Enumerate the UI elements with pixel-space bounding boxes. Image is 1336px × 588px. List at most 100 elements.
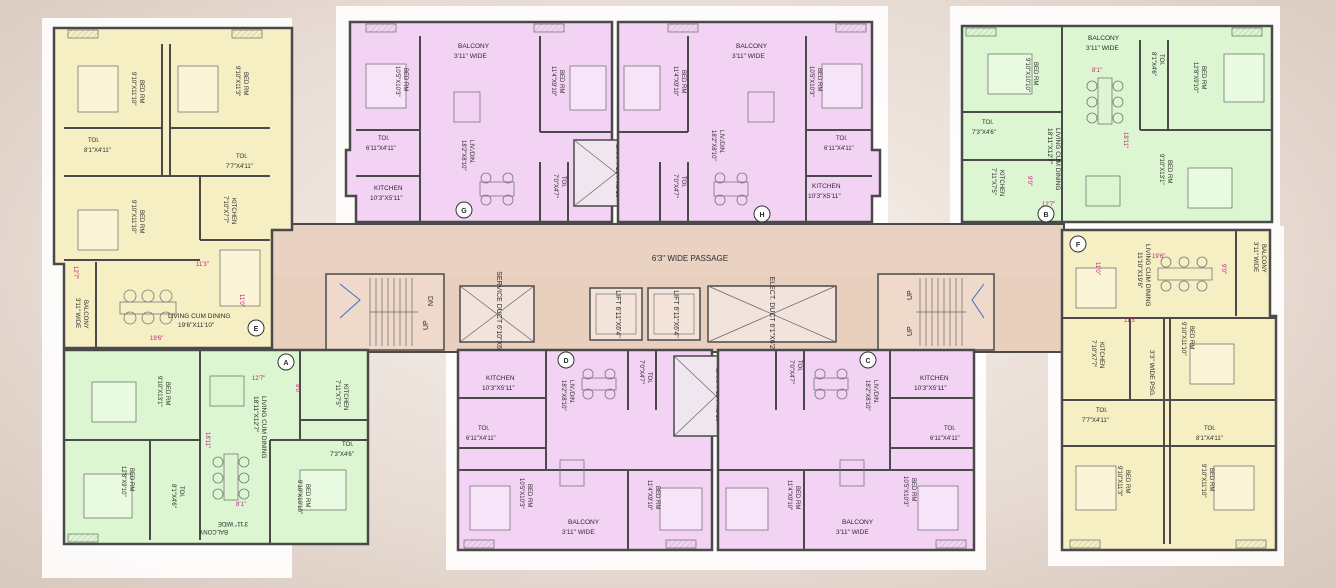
ulb-bed2-dim: 12'8"X9'10" <box>120 466 126 497</box>
utr-kitchen: KITCHEN <box>812 183 841 190</box>
passage-label: 6'3" WIDE PASSAGE <box>652 254 728 263</box>
lift-1: LIFT 6'11"X6'4" <box>589 287 643 341</box>
common-core: 6'3" WIDE PASSAGE DN UP <box>267 223 1065 357</box>
urt-bed2-dim: 12'8"X9'10" <box>1192 62 1198 93</box>
ulb-mark-3: 8'1" <box>236 502 246 508</box>
elect-duct: ELECT. DUCT 6'1"X6'2" <box>707 277 837 352</box>
urb-bed2: BED RM <box>1124 470 1130 493</box>
utr-bed1: BED RM <box>680 70 686 93</box>
ubl-bed1: BED RM <box>526 484 532 507</box>
urt-bed3: BED RM <box>1166 160 1172 183</box>
urb-balcony: BALCONY <box>1260 244 1266 273</box>
window-marks <box>67 23 1267 549</box>
unit-bottom-right: TOI. 7'0"X4'7" LIV./DIN. 18'2"X8'10" KIT… <box>716 348 976 552</box>
ulb-balcony-dim: 3'11" WIDE <box>218 520 248 526</box>
ubr-bed1-dim: 11'4"X9'10" <box>786 480 792 510</box>
ubr-bed1: BED RM <box>794 486 800 509</box>
ubr-liv-dim: 18'2"X8'10" <box>864 380 870 411</box>
utl-liv-dim: 18'2"X8'10" <box>460 140 466 171</box>
utr-liv-dim: 18'2"X8'10" <box>710 130 716 161</box>
utr-toi1-dim: 6'11"X4'11" <box>824 146 854 152</box>
ulb-mark-1: 12'7" <box>252 376 265 382</box>
ubr-bed2: BED RM <box>910 478 916 501</box>
unit-left-bottom: BED RM 9'10"X13'1" KITCHEN 7'11"X7'5" LI… <box>62 348 370 546</box>
ulb-living-dim: 18'11"X12'7" <box>252 396 259 433</box>
ult-toi2: TOI. <box>236 154 248 160</box>
stair-left: DN UP <box>325 273 445 351</box>
ult-bed3-dim: 9'10"X11'10" <box>130 200 136 233</box>
utl-toi2-dim: 7'0"X4'7" <box>552 174 558 198</box>
urb-kitchen: KITCHEN <box>1098 342 1104 368</box>
ulb-bed3-dim: 9'10"X10'10" <box>296 480 302 514</box>
urt-bed3-dim: 9'10"X13'1" <box>1158 154 1164 185</box>
stair-right-up-top: UP <box>907 290 914 300</box>
ubl-toi1: TOI. <box>646 372 652 384</box>
ubr-kitchen: KITCHEN <box>920 375 949 382</box>
urt-mark-2: 18'11" <box>1122 132 1128 148</box>
urb-toi1: TOI. <box>1096 408 1108 414</box>
utl-bed1-dim: 10'5"X10'3" <box>394 66 400 97</box>
urb-living: LIVING CUM DINING <box>1144 244 1151 306</box>
ulb-balcony: BALCONY <box>199 528 228 534</box>
ult-mark-4: 12'7" <box>72 266 78 279</box>
ubl-balcony-dim: 3'11" WIDE <box>562 529 595 536</box>
ult-kitchen: KITCHEN <box>230 198 236 224</box>
ulb-toi2-dim: 8'1"X4'6" <box>170 484 176 508</box>
urb-door-tag-circle <box>1069 235 1087 253</box>
urb-bed3: BED RM <box>1208 468 1214 491</box>
urt-mark-3: 9'0" <box>1026 176 1032 186</box>
ubl-toi1-dim: 7'0"X4'7" <box>638 360 644 384</box>
urt-bed1: BED RM <box>1032 62 1038 85</box>
ulb-door-tag: A <box>283 360 288 367</box>
ubl-toi2: TOI. <box>478 426 490 432</box>
utl-balcony-dim: 3'11" WIDE <box>454 53 487 60</box>
ult-bed2-dim: 9'10"X11'3" <box>234 66 240 96</box>
urt-mark-1: 8'1" <box>1092 68 1102 74</box>
urb-toi2-dim: 8'1"X4'11" <box>1196 436 1223 442</box>
ult-bed1: BED RM <box>138 80 144 103</box>
stair-left-up: UP <box>423 320 430 330</box>
utl-toi2: TOI. <box>560 176 566 188</box>
urb-psg: 3'3" WIDE PSG. <box>1148 350 1155 397</box>
urt-mark-4: 12'7" <box>1042 202 1055 208</box>
ubr-bed2-dim: 10'5"X10'3" <box>902 476 908 507</box>
ulb-toi1-dim: 7'3"X4'6" <box>330 452 354 458</box>
ult-living: LIVING CUM DINING <box>168 313 230 320</box>
utr-toi1: TOI. <box>836 136 848 142</box>
utr-balcony-dim: 3'11" WIDE <box>732 53 765 60</box>
unit-top-right: BALCONY 3'11" WIDE BED RM 11'4"X9'10" BE… <box>616 20 882 224</box>
ubr-door-tag-circle <box>859 351 877 369</box>
ubr-toi1: TOI. <box>796 360 802 372</box>
utl-kitchen: KITCHEN <box>374 185 403 192</box>
utl-bed1: BED RM <box>402 68 408 91</box>
urt-door-tag: B <box>1043 212 1048 219</box>
utl-door-tag: G <box>461 208 467 215</box>
utr-door-tag-circle <box>753 205 771 223</box>
ubl-balcony: BALCONY <box>568 519 600 526</box>
ulb-door-tag-circle <box>277 353 295 371</box>
stair-right: UP UP <box>877 273 995 351</box>
ult-toi1: TOI. <box>88 138 100 144</box>
ulb-living: LIVING CUM DINING <box>260 396 267 458</box>
urb-mark-1: 11'0" <box>1094 262 1100 275</box>
utl-door-tag-circle <box>455 201 473 219</box>
urt-balcony: BALCONY <box>1088 35 1120 42</box>
urt-balcony-dim: 3'11" WIDE <box>1086 45 1119 52</box>
utr-kitchen-dim: 10'3"X5'11" <box>808 193 841 200</box>
utr-toi2-dim: 7'0"X4'7" <box>672 174 678 198</box>
ulb-bed3: BED RM <box>304 484 310 507</box>
utl-bed2: BED RM <box>558 70 564 93</box>
utr-balcony: BALCONY <box>736 43 768 50</box>
stair-left-dn: DN <box>426 296 433 306</box>
ubl-kitchen-dim: 10'3"X5'11" <box>482 385 515 392</box>
elect-duct-label: ELECT. DUCT 6'1"X6'2" <box>768 277 775 352</box>
ulb-toi1: TOI. <box>342 442 354 448</box>
urb-living-dim: 11'10"X19'6" <box>1136 252 1143 289</box>
utr-liv: LIV./DIN. <box>718 130 724 154</box>
ult-living-dim: 19'6"X11'10" <box>178 322 215 329</box>
lift-1-label: LIFT 6'11"X6'4" <box>614 290 621 338</box>
ulb-mark-4: 9'0" <box>294 384 300 394</box>
ult-mark-2: 11'0" <box>238 294 244 307</box>
urb-mark-3: 9'0" <box>1220 264 1226 274</box>
